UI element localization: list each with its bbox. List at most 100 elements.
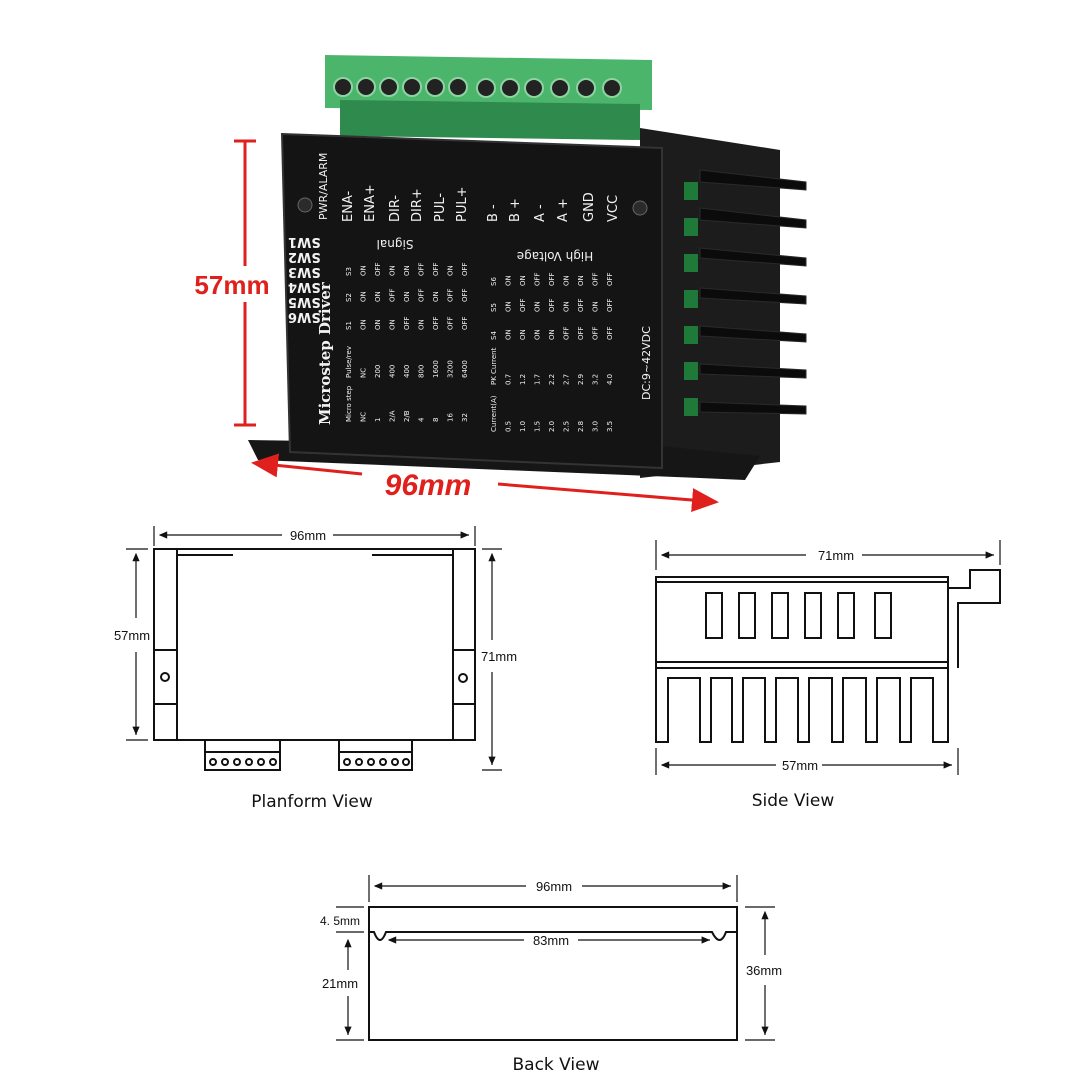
power-terminal-label: GND (582, 192, 597, 222)
planform-terminal-left (204, 739, 281, 771)
table-cell: OFF (447, 288, 455, 302)
table-cell: OFF (577, 326, 585, 340)
table-cell: OFF (432, 262, 440, 276)
switch-label: SW2 (288, 249, 321, 264)
planform-width-label: 96mm (290, 528, 326, 543)
side-caption: Side View (752, 791, 835, 811)
table-cell: OFF (592, 326, 600, 340)
side-slot (804, 592, 822, 639)
power-terminal-label: A + (556, 198, 571, 222)
table-cell: NC (360, 368, 368, 378)
table-header: Pulse/rev (345, 346, 353, 378)
signal-terminal-label: ENA+ (363, 184, 378, 222)
table-cell: OFF (461, 316, 469, 330)
table-cell: 3200 (447, 360, 455, 378)
back-body-label: 21mm (322, 976, 358, 991)
table-cell: 0.7 (505, 374, 513, 385)
table-cell: 2/A (389, 410, 397, 422)
table-cell: OFF (447, 316, 455, 330)
switch-label: SW5 (288, 294, 321, 309)
table-cell: ON (534, 329, 542, 340)
table-cell: ON (505, 301, 513, 312)
switch-label: SW4 (288, 279, 321, 294)
table-cell: 2/B (403, 410, 411, 422)
planform-depth-label: 71mm (481, 649, 517, 664)
table-header: S5 (490, 303, 498, 312)
back-height-label: 36mm (746, 963, 782, 978)
back-width-label: 96mm (536, 879, 572, 894)
power-terminal-label: B + (508, 198, 523, 222)
table-cell: 400 (389, 365, 397, 378)
back-view (336, 875, 775, 1041)
signal-terminal-label: DIR+ (410, 188, 425, 222)
power-terminal-label: VCC (606, 195, 621, 222)
switch-label: SW1 (288, 234, 321, 249)
table-cell: ON (519, 329, 527, 340)
table-cell: 1.5 (534, 421, 542, 432)
table-cell: 32 (461, 413, 469, 422)
height-label: 57mm (194, 270, 269, 300)
table-cell: ON (563, 275, 571, 286)
table-cell: OFF (418, 262, 426, 276)
table-cell: 6400 (461, 360, 469, 378)
table-cell: OFF (577, 298, 585, 312)
table-cell: 3.2 (592, 374, 600, 385)
side-view (655, 540, 1001, 775)
table-cell: OFF (606, 272, 614, 286)
heatsink (640, 128, 807, 478)
screw-icon (297, 197, 313, 213)
planform-outline (153, 548, 476, 741)
table-cell: OFF (374, 262, 382, 276)
table-cell: 4.0 (606, 374, 614, 385)
table-header: PK Current (490, 347, 498, 385)
front-panel (280, 132, 663, 470)
planform-height-label: 57mm (114, 628, 150, 643)
table-cell: ON (403, 291, 411, 302)
product-name: Microstep Driver (316, 281, 334, 425)
side-slot (874, 592, 892, 639)
signal-terminal-label: PUL- (433, 193, 448, 222)
high-voltage-group-label: High Voltage (517, 249, 593, 263)
table-cell: ON (374, 319, 382, 330)
table-cell: ON (548, 329, 556, 340)
table-cell: 8 (432, 418, 440, 422)
table-cell: 2.2 (548, 374, 556, 385)
table-cell: ON (563, 301, 571, 312)
table-cell: OFF (592, 272, 600, 286)
table-header: S3 (345, 267, 353, 276)
back-lip-label: 4. 5mm (320, 914, 360, 928)
table-cell: OFF (563, 326, 571, 340)
side-slot (705, 592, 723, 639)
table-header: S4 (490, 331, 498, 340)
side-slot (771, 592, 789, 639)
voltage-label: DC:9~42VDC (640, 326, 653, 400)
table-cell: ON (389, 265, 397, 276)
table-cell: OFF (403, 316, 411, 330)
table-cell: 4 (418, 417, 426, 422)
table-cell: 2.0 (548, 421, 556, 432)
table-cell: OFF (606, 326, 614, 340)
table-cell: ON (418, 319, 426, 330)
table-cell: ON (360, 291, 368, 302)
terminal-block (325, 55, 652, 140)
table-cell: ON (519, 275, 527, 286)
table-cell: OFF (418, 288, 426, 302)
switch-label: SW3 (288, 264, 321, 279)
planform-view (126, 526, 502, 771)
table-cell: 200 (374, 365, 382, 378)
table-cell: ON (534, 301, 542, 312)
signal-terminal-label: PUL+ (455, 187, 470, 223)
table-cell: OFF (519, 298, 527, 312)
table-cell: ON (403, 265, 411, 276)
table-header: S6 (490, 277, 498, 286)
table-cell: OFF (461, 262, 469, 276)
screw-icon (632, 200, 648, 216)
table-cell: OFF (389, 288, 397, 302)
table-cell: 2.5 (563, 421, 571, 432)
power-terminal-label: B - (486, 204, 501, 222)
back-inner-label: 83mm (533, 933, 569, 948)
table-cell: 1600 (432, 360, 440, 378)
table-cell: 800 (418, 365, 426, 378)
hero-dimensions: 57mm 96mm (182, 139, 719, 512)
